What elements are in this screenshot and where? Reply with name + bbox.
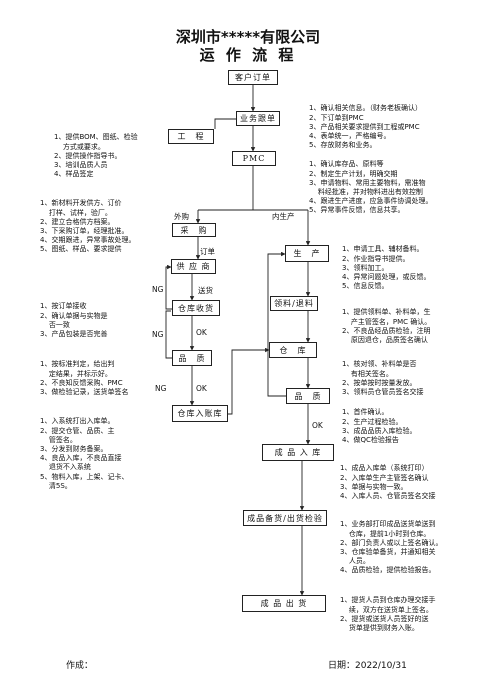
warehouse-receive-box: 仓库收货 (172, 300, 220, 316)
quality-right-box: 品 质 (286, 388, 330, 404)
inhouse-label: 内生产 (272, 212, 295, 221)
date-label: 日期：2022/10/31 (328, 661, 407, 671)
engineering-box: 工 程 (168, 129, 214, 144)
ng-label-2: NG (152, 330, 164, 339)
note-production: 1、申请工具、辅材备料。2、作业指导书提供。3、领料加工。4、异常问题处理，或反… (342, 245, 431, 291)
document-title: 运 作 流 程 (199, 46, 297, 64)
quality-left-box: 品 质 (172, 350, 212, 366)
outsource-label: 外购 (174, 212, 189, 221)
business-follow-box: 业务跟单 (236, 111, 280, 126)
deliver-label: 送货 (198, 286, 213, 295)
ok-label-2: OK (196, 384, 207, 393)
purchasing-box: 采 购 (172, 223, 216, 237)
ng-label-1: NG (152, 285, 164, 294)
made-by-label: 作成： (66, 661, 94, 671)
note-warehouse-right: 1、核对领、补料单是否 有相关签名。2、按单按时按量发放。3、领料员仓管员签名交… (342, 360, 424, 397)
finished-ready-box: 成品备货/出货检验 (243, 510, 327, 526)
supplier-box: 供 应 商 (171, 259, 216, 274)
pmc-box: PMC (232, 151, 276, 166)
note-quality-right: 1、首件确认。2、生产过程检验。3、成品品质入库检验。4、做QC检验报告 (342, 408, 417, 445)
ok-label-1: OK (196, 328, 207, 337)
note-material-pick: 1、提供领料单、补料单，生 产主管签名，PMC 确认。2、不良品经品质检验，注明… (342, 308, 432, 345)
warehouse-right-box: 仓 库 (269, 342, 317, 358)
note-stock-in-left: 1、入系统打出入库单。2、提交仓管、品质、主 管签名。3、分发到财务备案。4、良… (40, 417, 129, 490)
ok-label-3: OK (312, 421, 323, 430)
note-finished-ship: 1、提货人员到仓库办理交接手 续，双方在送货单上签名。2、提货或送货人员签好的送… (340, 596, 436, 633)
production-box: 生 产 (285, 245, 329, 262)
customer-order-box: 客户订单 (228, 70, 278, 85)
note-purchasing: 1、新材料开发供方、订价 打样、试样，验厂。2、建立合格供方档案。3、下采购订单… (40, 199, 136, 254)
material-pick-box: 领料/退料 (270, 296, 318, 311)
finished-stock-in-box: 成 品 入 库 (262, 444, 334, 461)
warehouse-stock-in-box: 仓库入账库 (172, 405, 228, 422)
finished-ship-box: 成 品 出 货 (242, 595, 326, 612)
company-title: 深圳市*****有限公司 (175, 28, 321, 46)
ng-label-3: NG (155, 384, 167, 393)
order-label: 订单 (200, 247, 215, 256)
note-finished-ready: 1、业务部打印成品送货单送到 仓库，提前1小时到仓库。2、部门负责人或以上签名确… (340, 520, 443, 575)
